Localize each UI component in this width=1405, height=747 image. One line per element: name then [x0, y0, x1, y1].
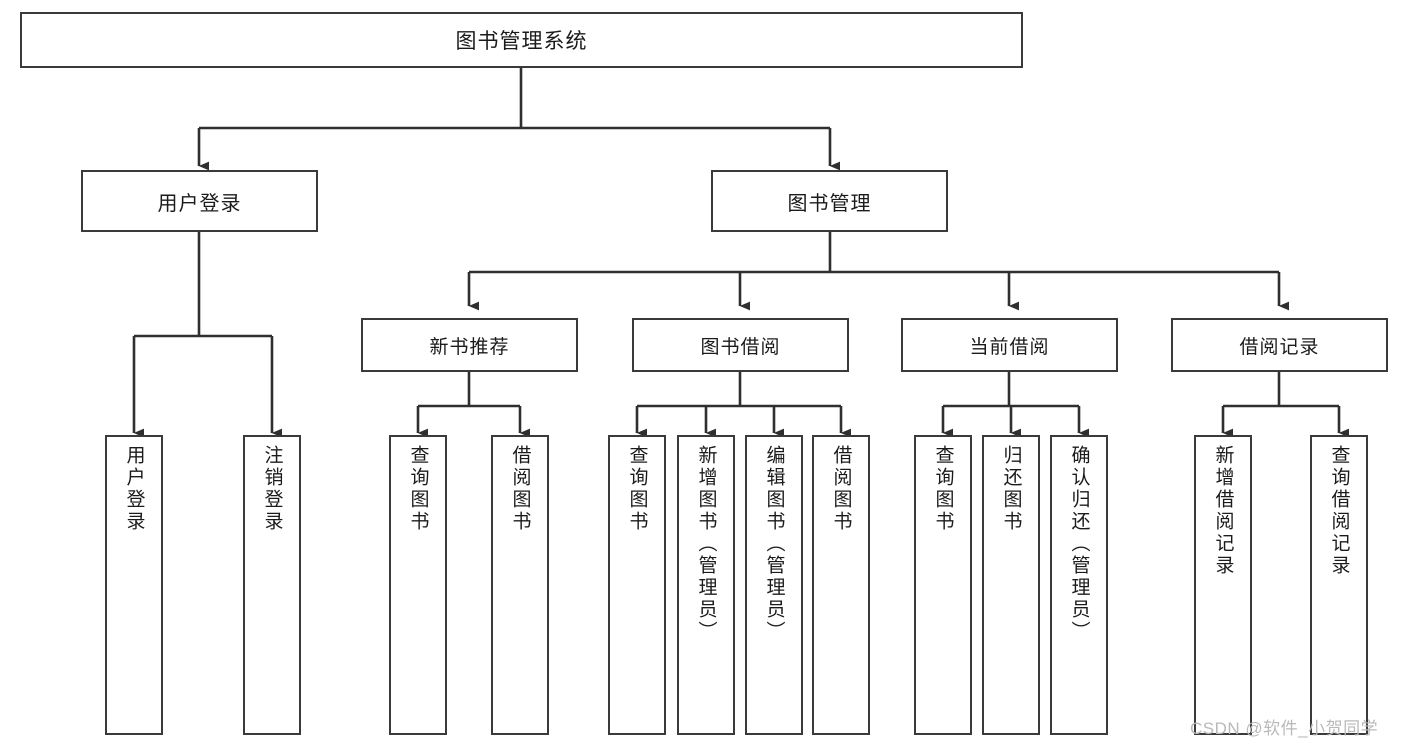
leaf-current-borrow-1-label: 查询图书 [932, 445, 954, 533]
leaf-book-borrow-2-label: 新增图书（管理员） [695, 445, 717, 643]
node-borrow-record-label: 借阅记录 [1239, 336, 1320, 358]
leaf-book-borrow-4-label: 借阅图书 [830, 445, 852, 533]
leaf-book-borrow-3[interactable]: 编辑图书（管理员） [745, 435, 803, 735]
leaf-user-login-2-label: 注销登录 [261, 445, 283, 533]
leaf-book-borrow-1-label: 查询图书 [626, 445, 648, 533]
node-new-book-recommend-label: 新书推荐 [429, 336, 510, 358]
node-book-manage-label: 图书管理 [787, 192, 872, 215]
node-book-borrow-label: 图书借阅 [700, 336, 781, 358]
node-new-book-recommend[interactable]: 新书推荐 [361, 318, 578, 372]
leaf-current-borrow-1[interactable]: 查询图书 [914, 435, 972, 735]
leaf-new-book-2[interactable]: 借阅图书 [491, 435, 549, 735]
node-root-label: 图书管理系统 [455, 30, 588, 53]
leaf-borrow-record-2[interactable]: 查询借阅记录 [1310, 435, 1368, 735]
node-user-login-label: 用户登录 [157, 192, 242, 215]
leaf-current-borrow-3[interactable]: 确认归还（管理员） [1050, 435, 1108, 735]
node-book-borrow[interactable]: 图书借阅 [632, 318, 849, 372]
node-current-borrow[interactable]: 当前借阅 [901, 318, 1118, 372]
leaf-borrow-record-1-label: 新增借阅记录 [1212, 445, 1234, 577]
leaf-new-book-2-label: 借阅图书 [509, 445, 531, 533]
leaf-new-book-1-label: 查询图书 [407, 445, 429, 533]
leaf-book-borrow-3-label: 编辑图书（管理员） [763, 445, 785, 643]
node-root[interactable]: 图书管理系统 [20, 12, 1023, 68]
leaf-book-borrow-2[interactable]: 新增图书（管理员） [677, 435, 735, 735]
leaf-current-borrow-3-label: 确认归还（管理员） [1068, 445, 1090, 643]
watermark-text: CSDN @软件_小贺同学 [1190, 719, 1379, 738]
leaf-borrow-record-2-label: 查询借阅记录 [1328, 445, 1350, 577]
node-current-borrow-label: 当前借阅 [969, 336, 1050, 358]
leaf-current-borrow-2-label: 归还图书 [1000, 445, 1022, 533]
leaf-borrow-record-1[interactable]: 新增借阅记录 [1194, 435, 1252, 735]
leaf-book-borrow-1[interactable]: 查询图书 [608, 435, 666, 735]
leaf-current-borrow-2[interactable]: 归还图书 [982, 435, 1040, 735]
leaf-user-login-1[interactable]: 用户登录 [105, 435, 163, 735]
node-user-login[interactable]: 用户登录 [81, 170, 318, 232]
leaf-new-book-1[interactable]: 查询图书 [389, 435, 447, 735]
leaf-book-borrow-4[interactable]: 借阅图书 [812, 435, 870, 735]
leaf-user-login-2[interactable]: 注销登录 [243, 435, 301, 735]
node-borrow-record[interactable]: 借阅记录 [1171, 318, 1388, 372]
node-book-manage[interactable]: 图书管理 [711, 170, 948, 232]
leaf-user-login-1-label: 用户登录 [123, 445, 145, 533]
